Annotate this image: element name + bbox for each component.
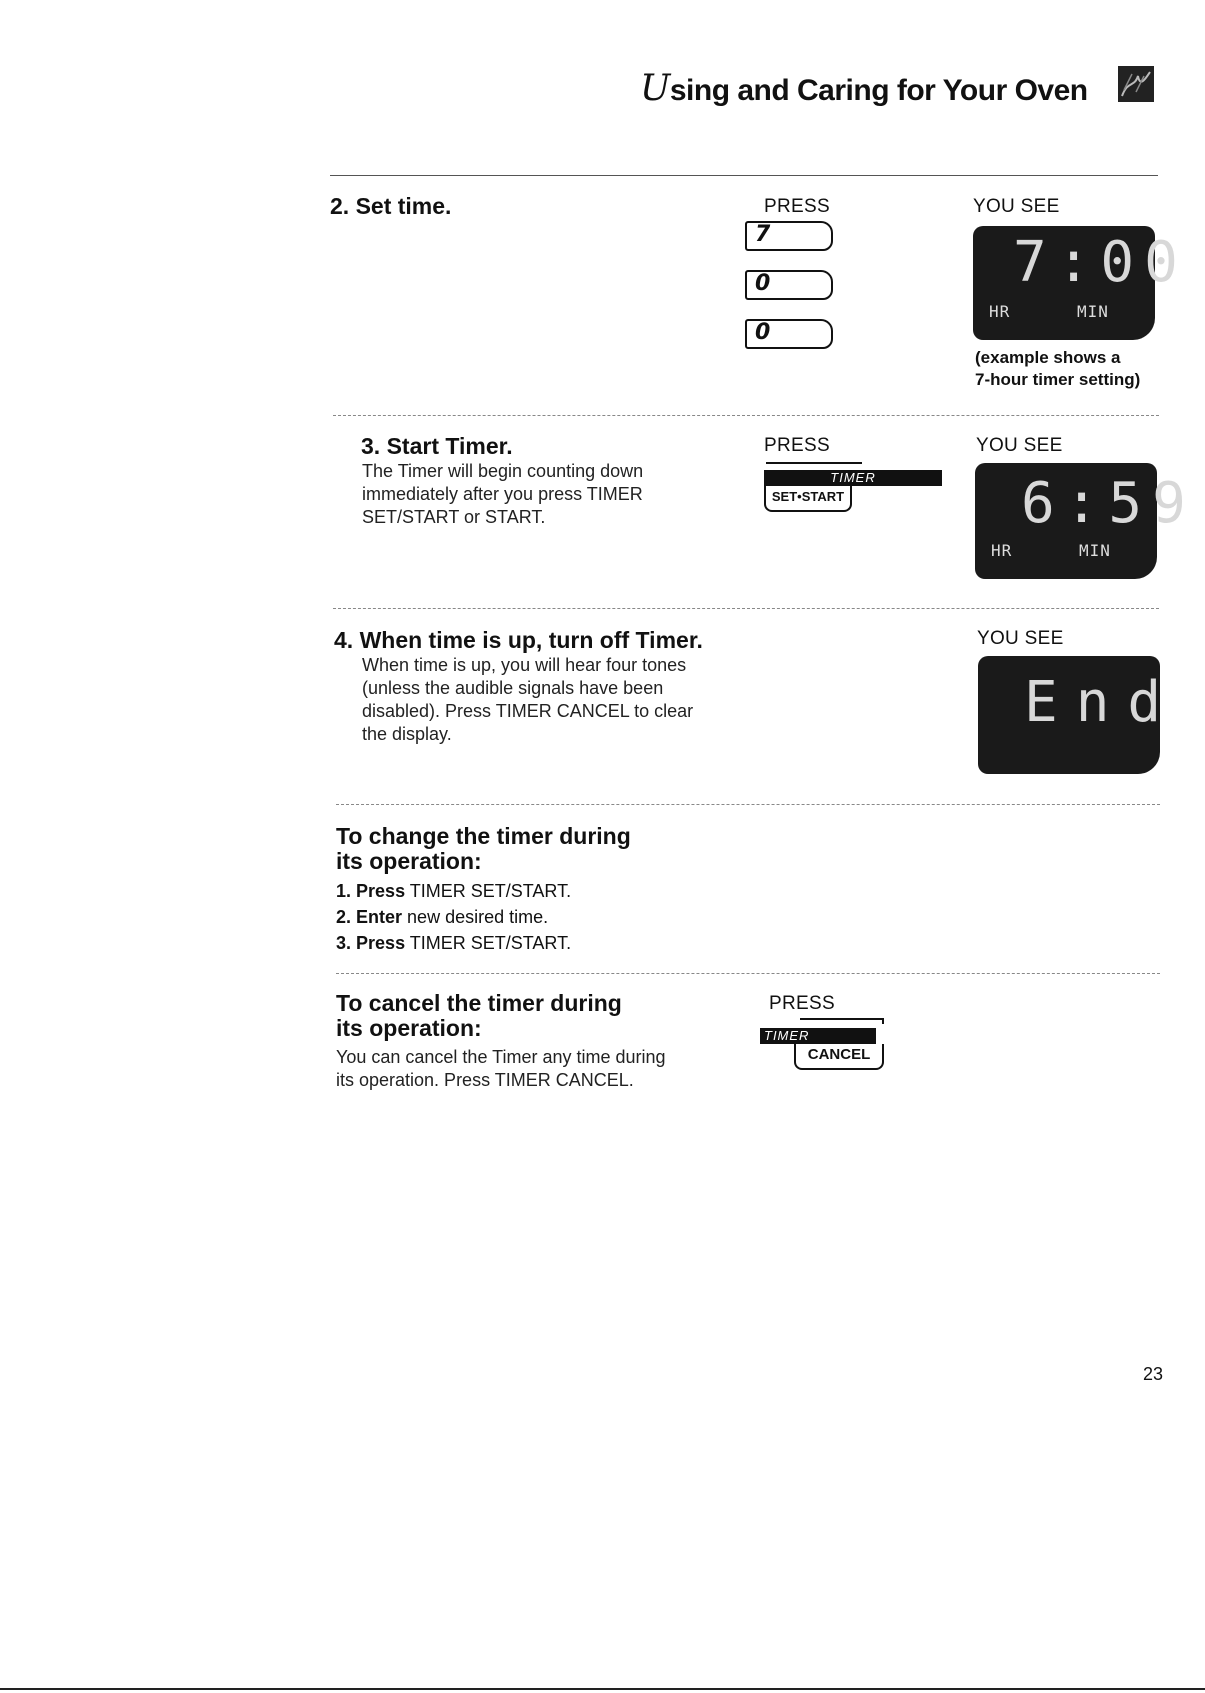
step-2-title: 2. Set time.: [330, 193, 452, 219]
timer-cancel-button[interactable]: TIMER CANCEL: [760, 1012, 886, 1074]
timer-display-6-59: 6:59 HR MIN: [975, 463, 1186, 579]
display-min-label: MIN: [1077, 302, 1109, 321]
timer-set-start-button[interactable]: TIMER SET•START: [762, 456, 948, 520]
button-top-edge-2: [800, 1018, 884, 1024]
step-4-line-2: (unless the audible signals have been: [362, 678, 664, 698]
cancel-line-1: You can cancel the Timer any time during: [336, 1047, 666, 1067]
step-3-title: 3. Start Timer.: [361, 433, 513, 459]
change-heading-line-1: To change the timer during: [336, 823, 631, 849]
change-timer-list: 1. Press TIMER SET/START. 2. Enter new d…: [336, 878, 571, 956]
step-3-line-3: SET/START or START.: [362, 507, 546, 527]
title-rest: sing and Caring for Your Oven: [669, 74, 1088, 107]
cancel-timer-heading: To cancel the timer during its operation…: [336, 991, 622, 1041]
cancel-line-2: its operation. Press TIMER CANCEL.: [336, 1070, 634, 1090]
button-top-edge: [766, 462, 862, 468]
timer-display-end: End: [978, 656, 1161, 774]
timer-bar-label: TIMER: [764, 470, 942, 486]
timer-display-7-00: 7:00 HR MIN: [973, 226, 1178, 340]
title-initial: U: [640, 68, 670, 109]
display-digits-3: End: [1024, 670, 1180, 735]
key-7-button[interactable]: 7: [745, 221, 833, 251]
section-divider-5: [336, 973, 1160, 974]
page-bottom-edge: [0, 1688, 1205, 1690]
step-4-title: 4. When time is up, turn off Timer.: [334, 627, 703, 653]
display-min-label-2: MIN: [1079, 541, 1111, 560]
press-label-3: PRESS: [769, 993, 835, 1014]
cancel-label: CANCEL: [794, 1044, 884, 1070]
list-item: 2. Enter new desired time.: [336, 907, 549, 927]
step-4-line-4: the display.: [362, 724, 452, 744]
section-divider: [330, 175, 1158, 176]
oven-emblem-icon: [1118, 66, 1154, 102]
key-0-button-2[interactable]: 0: [745, 319, 833, 349]
step-3-body: The Timer will begin counting down immed…: [362, 460, 643, 529]
cancel-heading-line-1: To cancel the timer during: [336, 990, 622, 1016]
list-item: 3. Press TIMER SET/START.: [336, 933, 572, 953]
step-3-line-2: immediately after you press TIMER: [362, 484, 643, 504]
step-3-line-1: The Timer will begin counting down: [362, 461, 644, 481]
display-digits-2: 6:59: [1021, 471, 1196, 536]
list-item: 1. Press TIMER SET/START.: [336, 881, 572, 901]
caption-line-2: 7-hour timer setting): [975, 370, 1141, 389]
you-see-label: YOU SEE: [973, 196, 1060, 217]
cancel-body: You can cancel the Timer any time during…: [336, 1046, 666, 1092]
step-4-body: When time is up, you will hear four tone…: [362, 654, 693, 746]
section-divider-4: [336, 804, 1160, 805]
caption-line-1: (example shows a: [975, 348, 1121, 367]
you-see-label-2: YOU SEE: [976, 435, 1063, 456]
change-heading-line-2: its operation:: [336, 848, 482, 874]
step-4-line-1: When time is up, you will hear four tone…: [362, 655, 687, 675]
change-timer-heading: To change the timer during its operation…: [336, 824, 631, 874]
you-see-label-3: YOU SEE: [977, 628, 1064, 649]
section-divider-2: [333, 415, 1159, 416]
page-number: 23: [1143, 1364, 1164, 1384]
cancel-heading-line-2: its operation:: [336, 1015, 482, 1041]
example-caption: (example shows a 7-hour timer setting): [975, 347, 1140, 391]
display-hr-label: HR: [989, 302, 1011, 321]
press-label: PRESS: [764, 196, 830, 217]
set-start-label: SET•START: [764, 486, 852, 512]
key-0-button[interactable]: 0: [745, 270, 833, 300]
display-digits: 7:00: [1013, 230, 1188, 295]
section-divider-3: [333, 608, 1159, 609]
timer-bar-label-2: TIMER: [760, 1028, 876, 1044]
page-title: Using and Caring for Your Oven: [640, 68, 1088, 109]
press-label-2: PRESS: [764, 435, 830, 456]
display-hr-label-2: HR: [991, 541, 1013, 560]
step-4-line-3: disabled). Press TIMER CANCEL to clear: [362, 701, 694, 721]
